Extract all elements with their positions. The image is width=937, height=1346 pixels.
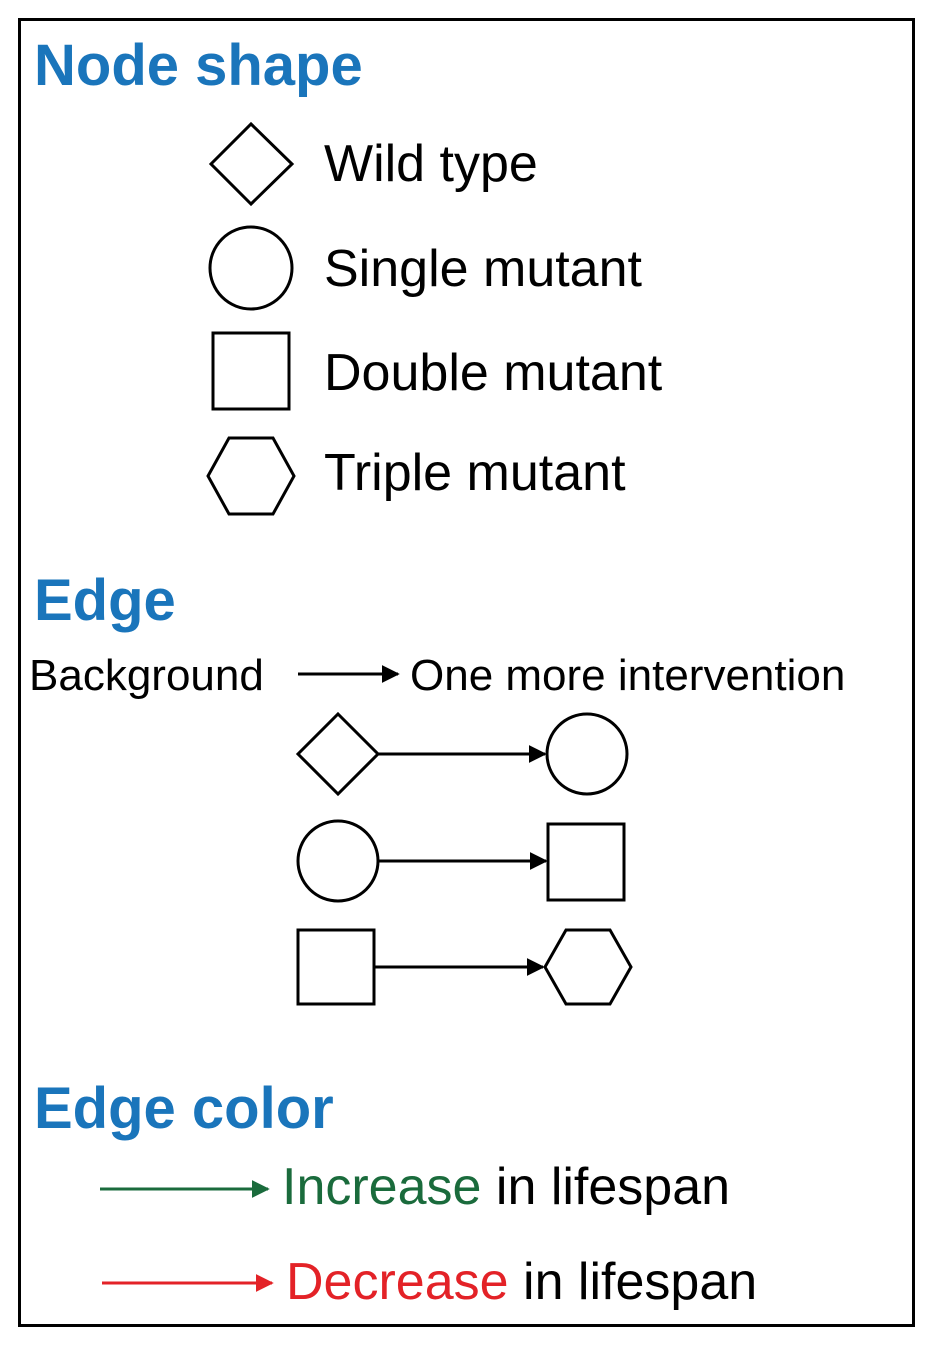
decrease-in-lifespan-label: Decrease in lifespan xyxy=(286,1256,757,1308)
wild-type-label: Wild type xyxy=(324,135,538,193)
double-mutant-label: Double mutant xyxy=(324,344,663,402)
edge-color-heading: Edge color xyxy=(34,1076,334,1141)
single-mutant-label: Single mutant xyxy=(324,240,642,298)
node-shape-heading: Node shape xyxy=(34,33,363,98)
increase-rest: in lifespan xyxy=(481,1158,731,1216)
edge-heading: Edge xyxy=(34,568,176,633)
increase-in-lifespan-label: Increase in lifespan xyxy=(282,1161,730,1213)
background-label: Background xyxy=(29,651,264,700)
triple-mutant-label: Triple mutant xyxy=(324,444,626,502)
decrease-word: Decrease xyxy=(286,1253,509,1311)
legend-frame xyxy=(18,18,915,1327)
decrease-rest: in lifespan xyxy=(508,1253,758,1311)
one-more-intervention-label: One more intervention xyxy=(410,651,846,700)
increase-word: Increase xyxy=(282,1158,482,1216)
